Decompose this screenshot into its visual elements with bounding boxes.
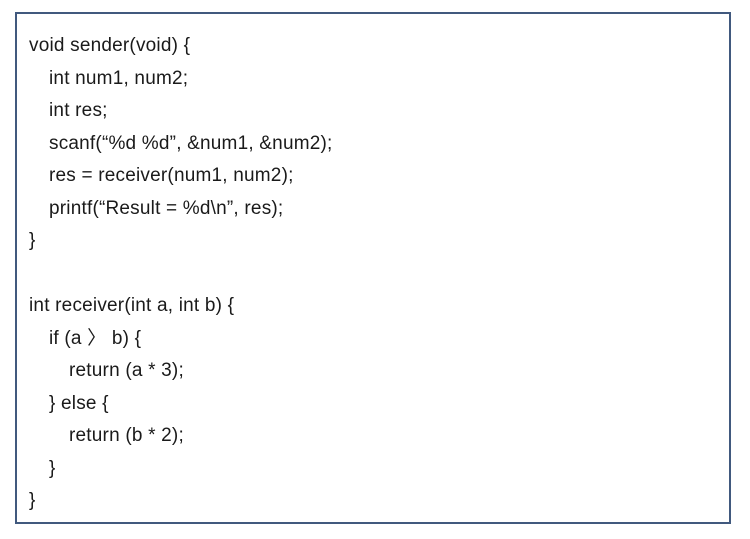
code-line: int receiver(int a, int b) { xyxy=(29,295,235,316)
code-line: return (b * 2); xyxy=(69,425,184,446)
blank-line xyxy=(29,258,717,291)
code-line: if (a 〉 b) { xyxy=(49,327,142,349)
code-line: int num1, num2; xyxy=(49,67,189,89)
code-line: return (a * 3); xyxy=(69,360,184,381)
code-line: res = receiver(num1, num2); xyxy=(49,165,294,186)
code-lines: void sender(void) { int num1, num2; int … xyxy=(29,30,717,518)
code-line: } xyxy=(29,490,36,511)
code-line: } xyxy=(29,230,36,251)
code-line: } xyxy=(49,457,56,479)
code-line: scanf(“%d %d”, &num1, &num2); xyxy=(49,132,333,154)
code-line: printf(“Result = %d\n”, res); xyxy=(49,197,284,219)
code-line: void sender(void) { xyxy=(29,35,191,56)
code-line: int res; xyxy=(49,100,108,121)
code-line: } else { xyxy=(49,392,109,414)
code-box: void sender(void) { int num1, num2; int … xyxy=(15,12,731,524)
